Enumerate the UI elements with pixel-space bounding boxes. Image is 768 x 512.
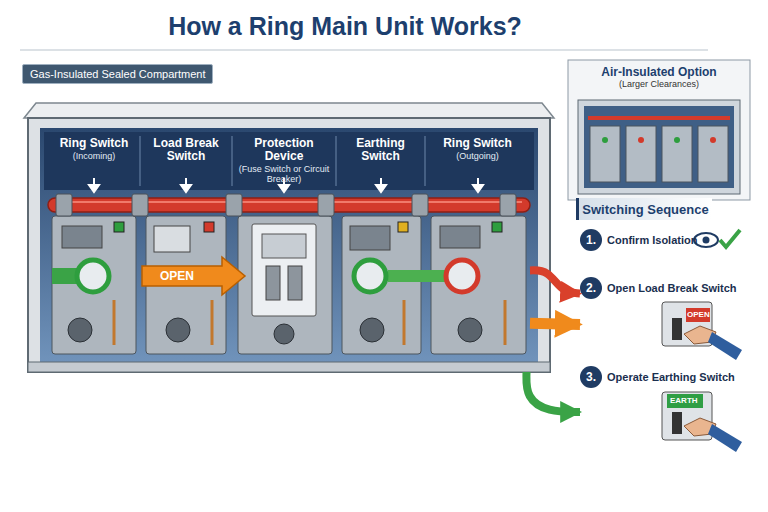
node-subtext: (Larger Clearances) xyxy=(568,79,750,90)
switch-panels xyxy=(52,216,526,354)
header-band xyxy=(44,132,534,190)
header-dividers xyxy=(140,136,425,186)
node-heading: Protection Device xyxy=(235,137,333,163)
node-subtext: (Fuse Switch or Circuit Breaker) xyxy=(235,164,333,184)
sequence-heading: Switching Sequence xyxy=(576,198,712,220)
switch-state: OPEN xyxy=(160,269,194,283)
sequence-step: 3.Operate Earthing Switch xyxy=(580,366,756,446)
sequence-step: 1.Confirm Isolation xyxy=(580,229,756,255)
node-heading: Load Break Switch xyxy=(143,137,229,163)
switch-plate: OPEN xyxy=(687,310,710,319)
earth-switch-icon xyxy=(662,392,742,452)
node-heading: 1. xyxy=(580,229,602,251)
isolation-icon xyxy=(694,230,740,247)
title-rule xyxy=(20,50,708,51)
node-heading: Ring Switch xyxy=(428,137,527,150)
node-subtext: (Outgoing) xyxy=(428,151,527,161)
node-heading: Gas-Insulated Sealed Compartment xyxy=(22,64,213,84)
node-heading: Earthing Switch xyxy=(339,137,422,163)
open-switch-icon xyxy=(662,302,742,360)
node-subtext: (Incoming) xyxy=(51,151,137,161)
flow-arrow xyxy=(530,270,580,293)
node-heading: 3. xyxy=(580,366,602,388)
enclosure-lid xyxy=(24,103,554,118)
switch-panel: Ring Switch(Incoming) xyxy=(48,134,140,354)
switch-panel: Earthing Switch xyxy=(336,134,425,354)
flow-arrow xyxy=(526,372,580,412)
node-subtext: Operate Earthing Switch xyxy=(607,366,735,388)
node-heading: Air-Insulated Option xyxy=(568,65,750,79)
node-heading: Ring Switch xyxy=(51,137,137,150)
switch-panel: Ring Switch(Outgoing) xyxy=(425,134,530,354)
flow-arrow xyxy=(530,323,580,324)
enclosure-shell xyxy=(28,118,550,372)
air-insulated-cabinet xyxy=(568,60,750,200)
node-heading: Switching Sequence xyxy=(582,202,708,217)
busbar xyxy=(48,194,530,216)
operating-indicators xyxy=(52,257,478,295)
node-heading: 2. xyxy=(580,277,602,299)
enclosure-base xyxy=(28,362,550,372)
node-subtext: Confirm Isolation xyxy=(607,229,697,251)
diagram-title: How a Ring Main Unit Works? xyxy=(0,12,690,41)
enclosure-body xyxy=(24,103,554,372)
switch-plate: EARTH xyxy=(670,396,698,405)
option-box: Air-Insulated Option(Larger Clearances) xyxy=(568,60,750,200)
switch-panel: Protection Device(Fuse Switch or Circuit… xyxy=(232,134,336,354)
sealed-compartment: Gas-Insulated Sealed CompartmentRing Swi… xyxy=(28,104,550,372)
switch-panel: Load Break Switch xyxy=(140,134,232,354)
enclosure-interior xyxy=(40,128,538,362)
node-subtext: Open Load Break Switch xyxy=(607,277,737,299)
sequence-step: 2.Open Load Break Switch xyxy=(580,277,756,349)
